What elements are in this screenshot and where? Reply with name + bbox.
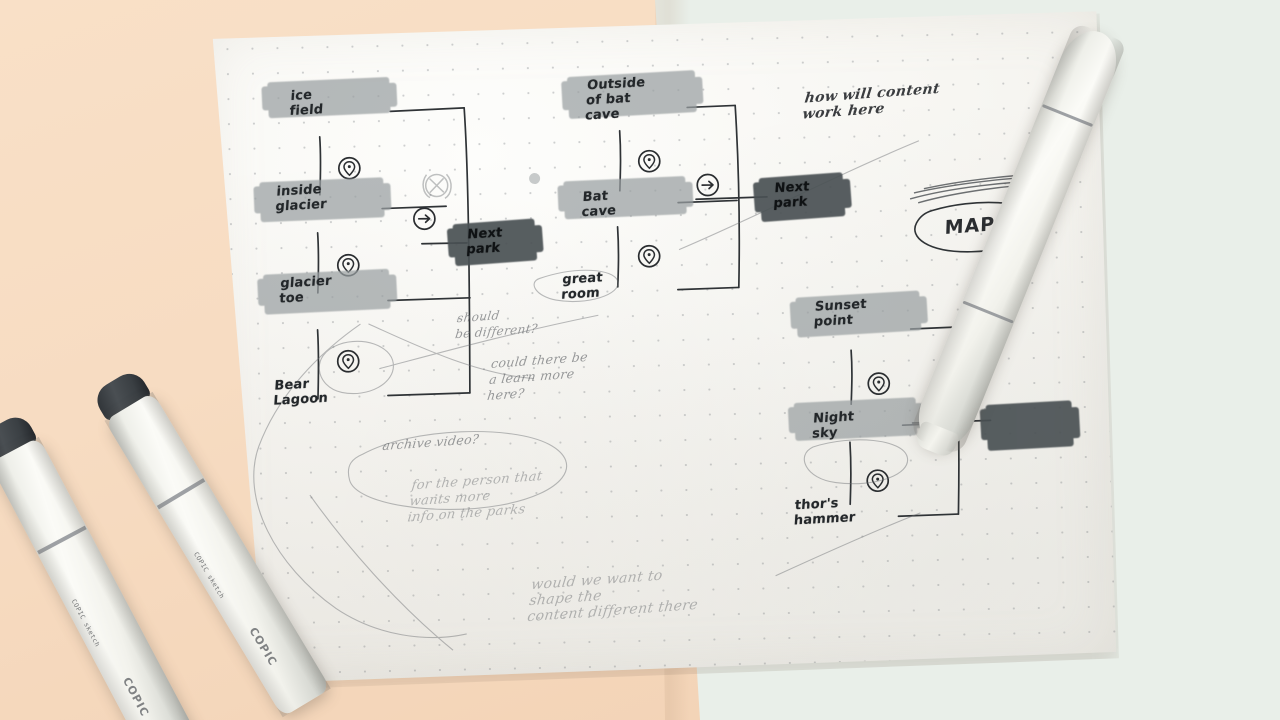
- location-pin-icon: [339, 158, 360, 179]
- arrow-right-circle-icon: [414, 208, 435, 229]
- node-label: Bat cave: [581, 188, 617, 221]
- node-label: Outside of bat cave: [584, 75, 646, 124]
- location-pin-icon: [639, 150, 660, 171]
- location-pin-icon: [338, 351, 359, 372]
- location-pin-icon: [868, 373, 889, 394]
- node-label: great room: [560, 270, 604, 303]
- highlight-block: [267, 77, 390, 118]
- node-label: thor's hammer: [793, 495, 856, 529]
- paper-smudge: [529, 173, 540, 184]
- arrow-right-circle-icon: [697, 174, 718, 195]
- node-label: Night sky: [811, 409, 855, 442]
- node-label: Next park: [465, 225, 503, 258]
- node-label: ice field: [289, 87, 324, 120]
- location-pin-icon: [867, 470, 888, 491]
- marker-large: [908, 8, 1127, 478]
- marker-left-a: COPIC sketch COPIC: [0, 400, 202, 720]
- node-label: glacier toe: [278, 273, 333, 307]
- annotation-person-info: for the person that wants more info on t…: [406, 469, 544, 526]
- x-circle-erased-icon: [423, 174, 451, 199]
- annotation-learn-more: could there be a learn more here?: [486, 348, 589, 403]
- node-label: inside glacier: [274, 182, 328, 215]
- annotation-should-be-different: should be different?: [454, 308, 539, 342]
- node-label: Next park: [772, 179, 811, 212]
- location-pin-icon: [638, 246, 659, 267]
- node-label: Sunset point: [813, 296, 868, 330]
